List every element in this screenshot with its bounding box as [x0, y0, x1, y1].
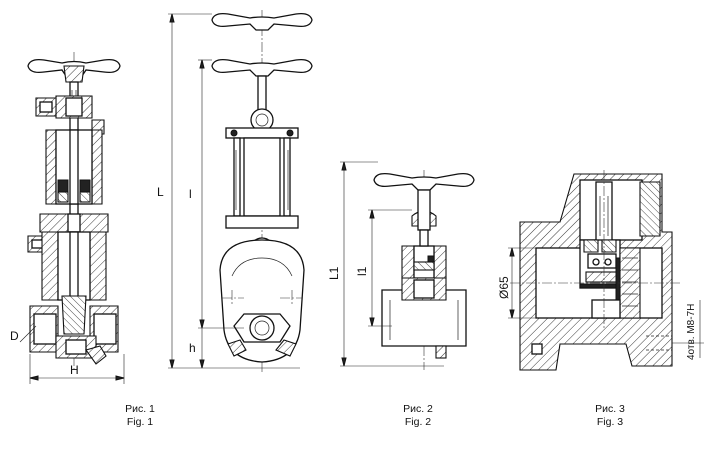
fig2-drawing — [340, 161, 475, 370]
fig2-caption-en: Fig. 2 — [404, 416, 432, 428]
fig-label-h: h — [189, 341, 196, 355]
fig3-caption-ru: Рис. 3 — [595, 403, 625, 415]
fig2-label-l1: l1 — [355, 266, 369, 276]
fig1-caption: Рис. 1 Fig. 1 — [100, 403, 180, 429]
fig-label-L: L — [157, 185, 164, 199]
fig1-label-H: H — [70, 363, 79, 377]
fig3-drawing — [508, 170, 704, 371]
fig1-drawing — [19, 52, 125, 384]
fig-label-l: l — [189, 187, 192, 201]
fig1-label-D: D — [10, 329, 19, 343]
fig2-caption-ru: Рис. 2 — [403, 403, 433, 415]
fig1b-drawing — [168, 10, 313, 372]
fig3-label-holes: 4отв. M8-7H — [686, 304, 697, 360]
fig2-caption: Рис. 2 Fig. 2 — [378, 403, 458, 429]
fig1-caption-ru: Рис. 1 — [125, 403, 155, 415]
fig1-caption-en: Fig. 1 — [126, 416, 154, 428]
fig2-label-L1: L1 — [327, 266, 341, 280]
fig3-caption: Рис. 3 Fig. 3 — [570, 403, 650, 429]
fig3-label-diameter: Ø65 — [497, 276, 511, 299]
fig3-caption-en: Fig. 3 — [596, 416, 624, 428]
